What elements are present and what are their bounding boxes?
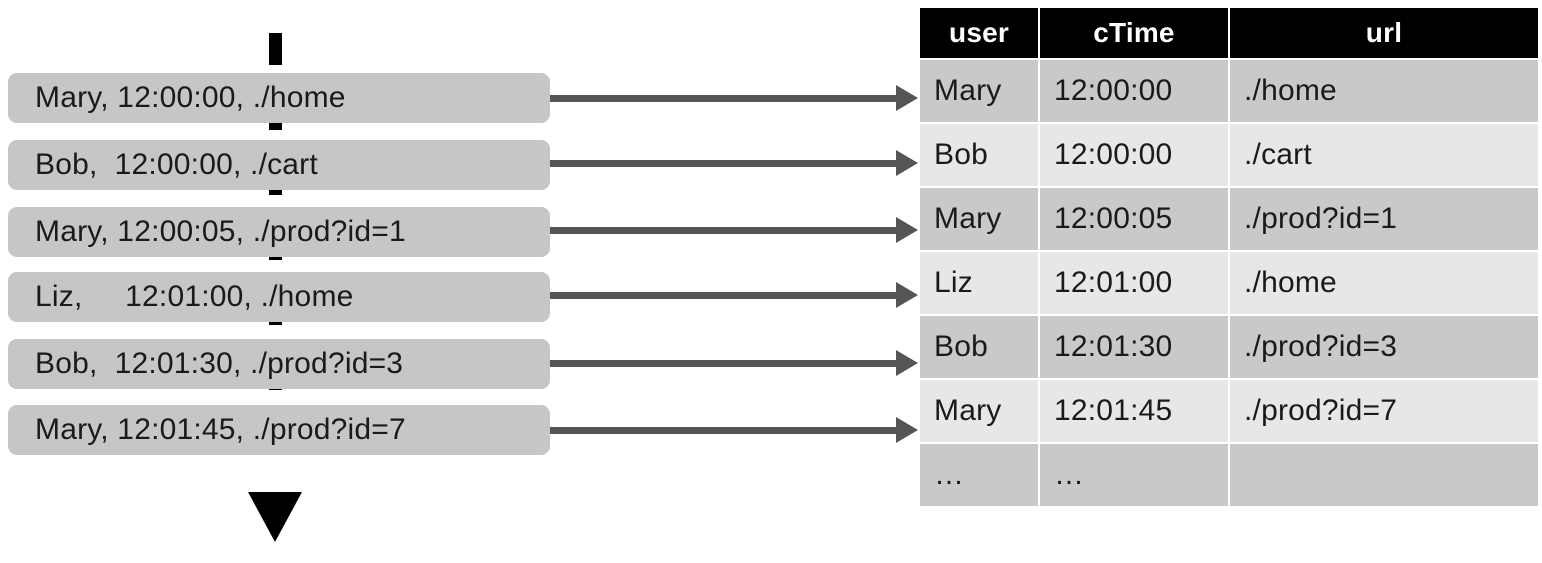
cell-url: ./home bbox=[1230, 60, 1538, 122]
stream-event-label: Mary, 12:01:45, ./prod?id=7 bbox=[35, 413, 406, 446]
table-body: Mary 12:00:00 ./home Bob 12:00:00 ./cart… bbox=[920, 60, 1538, 506]
stream-event-label: Mary, 12:00:05, ./prod?id=1 bbox=[35, 215, 406, 248]
stream-timeline-arrow-icon bbox=[248, 492, 302, 542]
connector-arrow-head-icon bbox=[896, 282, 918, 308]
connector-arrow-head-icon bbox=[896, 217, 918, 243]
stream-event-label: Mary, 12:00:00, ./home bbox=[35, 81, 346, 114]
cell-user: Bob bbox=[920, 124, 1038, 186]
table-header-row: user cTime url bbox=[920, 8, 1538, 58]
table-row[interactable]: Liz 12:01:00 ./home bbox=[920, 252, 1538, 314]
cell-ctime: 12:00:05 bbox=[1040, 188, 1228, 250]
cell-url: ./prod?id=3 bbox=[1230, 316, 1538, 378]
stream-event-label: Liz, 12:01:00, ./home bbox=[35, 280, 354, 313]
connector-arrow-line bbox=[550, 160, 898, 167]
connector-arrow-line bbox=[550, 292, 898, 299]
cell-ctime: 12:00:00 bbox=[1040, 60, 1228, 122]
cell-ctime: 12:00:00 bbox=[1040, 124, 1228, 186]
cell-ctime: 12:01:30 bbox=[1040, 316, 1228, 378]
stream-event-box[interactable]: Liz, 12:01:00, ./home bbox=[8, 272, 550, 322]
cell-url: ./home bbox=[1230, 252, 1538, 314]
table-row[interactable]: Mary 12:00:00 ./home bbox=[920, 60, 1538, 122]
stream-event-box[interactable]: Bob, 12:00:00, ./cart bbox=[8, 140, 550, 190]
stream-event-box[interactable]: Mary, 12:00:05, ./prod?id=1 bbox=[8, 207, 550, 257]
connector-arrow-line bbox=[550, 227, 898, 234]
cell-url bbox=[1230, 444, 1538, 506]
column-header-url[interactable]: url bbox=[1230, 8, 1538, 58]
connector-arrow-line bbox=[550, 427, 898, 434]
cell-user: Mary bbox=[920, 188, 1038, 250]
connector-arrow-head-icon bbox=[896, 350, 918, 376]
cell-url: ./prod?id=1 bbox=[1230, 188, 1538, 250]
table-row[interactable]: Bob 12:00:00 ./cart bbox=[920, 124, 1538, 186]
table-row-ellipsis[interactable]: … … bbox=[920, 444, 1538, 506]
stream-event-box[interactable]: Bob, 12:01:30, ./prod?id=3 bbox=[8, 339, 550, 389]
cell-user: Bob bbox=[920, 316, 1038, 378]
clickstream-table: user cTime url Mary 12:00:00 ./home Bob … bbox=[918, 6, 1540, 508]
connector-arrow-line bbox=[550, 95, 898, 102]
column-header-user[interactable]: user bbox=[920, 8, 1038, 58]
cell-url: ./prod?id=7 bbox=[1230, 380, 1538, 442]
stream-event-box[interactable]: Mary, 12:00:00, ./home bbox=[8, 73, 550, 123]
connector-arrow-head-icon bbox=[896, 417, 918, 443]
cell-url: ./cart bbox=[1230, 124, 1538, 186]
stream-event-label: Bob, 12:00:00, ./cart bbox=[35, 148, 318, 181]
cell-user: Mary bbox=[920, 380, 1038, 442]
connector-arrow-head-icon bbox=[896, 150, 918, 176]
table-row[interactable]: Mary 12:00:05 ./prod?id=1 bbox=[920, 188, 1538, 250]
table-row[interactable]: Bob 12:01:30 ./prod?id=3 bbox=[920, 316, 1538, 378]
cell-ctime: 12:01:45 bbox=[1040, 380, 1228, 442]
table-row[interactable]: Mary 12:01:45 ./prod?id=7 bbox=[920, 380, 1538, 442]
cell-ctime: … bbox=[1040, 444, 1228, 506]
cell-ctime: 12:01:00 bbox=[1040, 252, 1228, 314]
stream-event-box[interactable]: Mary, 12:01:45, ./prod?id=7 bbox=[8, 405, 550, 455]
cell-user: … bbox=[920, 444, 1038, 506]
column-header-ctime[interactable]: cTime bbox=[1040, 8, 1228, 58]
cell-user: Mary bbox=[920, 60, 1038, 122]
connector-arrow-line bbox=[550, 360, 898, 367]
stream-event-label: Bob, 12:01:30, ./prod?id=3 bbox=[35, 347, 404, 380]
table-header: user cTime url bbox=[920, 8, 1538, 58]
connector-arrow-head-icon bbox=[896, 85, 918, 111]
cell-user: Liz bbox=[920, 252, 1038, 314]
